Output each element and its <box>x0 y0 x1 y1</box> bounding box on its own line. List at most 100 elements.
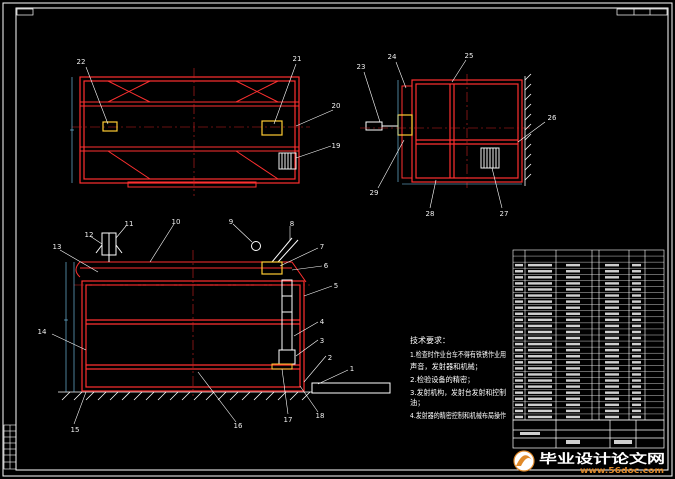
parts-list-cell-mark <box>528 403 552 407</box>
parts-list-cell-mark <box>566 361 580 364</box>
parts-list-cell-mark <box>605 391 619 394</box>
parts-list-cell-mark <box>515 318 523 322</box>
balloon-12: 12 <box>85 231 94 239</box>
balloon-21: 21 <box>293 55 302 63</box>
front-view-knob-9 <box>251 241 261 251</box>
parts-list-cell-mark <box>605 336 619 340</box>
watermark-title: 毕业设计论文网 <box>539 451 665 466</box>
parts-list-cell-mark <box>632 288 641 291</box>
frame-tag-top-right <box>616 8 668 16</box>
parts-list-cell-mark <box>605 306 619 309</box>
top-view-plate-22 <box>102 121 118 132</box>
tech-requirement-line-1: 1.检查时作业台车不得有铁锈作业用 <box>410 350 506 359</box>
parts-list-cell-mark <box>528 276 552 279</box>
parts-list-cell-mark <box>605 355 619 358</box>
balloon-13: 13 <box>53 243 62 251</box>
parts-list-cell-mark <box>515 415 523 419</box>
parts-list-cell-mark <box>632 330 641 334</box>
parts-list-cell-mark <box>515 403 523 407</box>
parts-list-cell-mark <box>632 403 641 407</box>
balloon-15: 15 <box>71 426 80 434</box>
tech-requirement-line-2: 声音，发射器和机械； <box>410 362 482 371</box>
front-view-leaders <box>51 223 349 425</box>
top-view-balloons: 22 21 20 19 <box>77 55 341 150</box>
side-view-leaders <box>363 59 546 209</box>
balloon-5: 5 <box>334 282 338 290</box>
left-margin-table <box>3 424 17 470</box>
parts-list-cell-mark <box>605 397 619 400</box>
parts-list-cell-mark <box>566 276 580 279</box>
parts-list-cell-mark <box>605 348 619 352</box>
parts-list-cell-mark <box>566 373 580 376</box>
parts-list-cell-mark <box>515 288 523 291</box>
balloon-23: 23 <box>357 63 366 71</box>
parts-list-cell-mark <box>528 288 552 291</box>
parts-list-cell-mark <box>515 342 523 346</box>
parts-list-cell-marks <box>515 263 641 419</box>
balloon-7: 7 <box>320 243 324 251</box>
parts-list-cell-mark <box>632 336 641 340</box>
parts-list-cell-mark <box>528 324 552 328</box>
parts-list-cell-mark <box>566 385 580 388</box>
tech-requirement-line-4: 3.发射机构，发射台发射和控制 <box>410 388 506 397</box>
front-view: 1 2 3 4 5 6 7 8 9 10 11 12 13 14 15 16 1… <box>38 218 391 434</box>
balloon-2: 2 <box>328 354 332 362</box>
watermark-logo-icon <box>513 450 535 472</box>
balloon-29: 29 <box>370 189 379 197</box>
parts-list-cell-mark <box>632 379 641 382</box>
parts-list-cell-mark <box>566 263 580 267</box>
parts-list-cell-mark <box>515 355 523 358</box>
tech-requirement-line-6: 4.发射器的精密控制和机械布局操作 <box>410 411 506 420</box>
balloon-19: 19 <box>332 142 341 150</box>
parts-list-cell-mark <box>528 342 552 346</box>
parts-list-cell-mark <box>528 379 552 382</box>
top-view: 22 21 20 19 <box>70 55 340 196</box>
parts-list-cell-mark <box>566 330 580 334</box>
parts-list-cell-mark <box>528 348 552 352</box>
top-view-plate-21 <box>261 120 283 136</box>
top-view-base-rail <box>127 181 257 188</box>
front-view-arm-8 <box>271 237 299 263</box>
balloon-25: 25 <box>465 52 474 60</box>
parts-list-cell-mark <box>605 342 619 346</box>
balloon-17: 17 <box>284 416 293 424</box>
top-view-bracing <box>107 80 279 180</box>
parts-list-cell-mark <box>566 312 580 315</box>
parts-list-cell-mark <box>515 276 523 279</box>
balloon-27: 27 <box>500 210 509 218</box>
top-view-outer-frame <box>79 76 300 184</box>
parts-list-cell-mark <box>515 294 523 297</box>
side-view-block-24 <box>397 114 413 136</box>
front-view-ground <box>58 391 312 401</box>
parts-list-cell-mark <box>566 306 580 309</box>
parts-list-cell-mark <box>515 300 523 303</box>
top-view-motor-19 <box>278 152 297 170</box>
parts-list-cell-mark <box>515 324 523 328</box>
parts-list-cell-mark <box>632 397 641 400</box>
balloon-3: 3 <box>320 337 324 345</box>
title-block-marks <box>520 432 632 444</box>
parts-list-cell-mark <box>605 324 619 328</box>
parts-list-cell-mark <box>515 367 523 370</box>
parts-list-cell-mark <box>605 409 619 413</box>
watermark-url: www.56doc.com <box>580 466 664 475</box>
parts-list-cell-mark <box>528 361 552 364</box>
parts-list-cell-mark <box>605 318 619 322</box>
balloon-9: 9 <box>229 218 233 226</box>
front-view-balloons: 1 2 3 4 5 6 7 8 9 10 11 12 13 14 15 16 1… <box>38 218 355 434</box>
parts-list-cell-mark <box>528 300 552 303</box>
parts-list-cell-mark <box>566 336 580 340</box>
tech-requirement-line-5: 油； <box>410 398 424 407</box>
title-block <box>512 419 665 449</box>
parts-list-cell-mark <box>528 391 552 394</box>
balloon-26: 26 <box>548 114 557 122</box>
parts-list-cell-mark <box>566 294 580 297</box>
parts-list-cell-mark <box>515 336 523 340</box>
parts-list-cell-mark <box>605 282 619 285</box>
parts-list-cell-mark <box>632 373 641 376</box>
parts-list-cell-mark <box>632 367 641 370</box>
parts-list-cell-mark <box>515 263 523 267</box>
parts-list-cell-mark <box>632 282 641 285</box>
watermark: 毕业设计论文网 www.56doc.com <box>513 450 665 475</box>
